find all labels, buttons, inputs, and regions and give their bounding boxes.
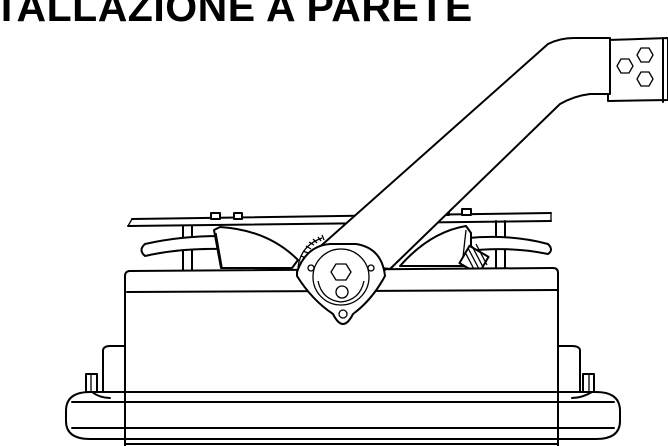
left-clip — [140, 235, 223, 257]
right-latch — [557, 345, 595, 393]
left-latch — [85, 345, 126, 393]
diagram-title: TALLAZIONE A PARETE — [0, 0, 473, 30]
articulated-arm — [304, 37, 611, 270]
bolt-icon — [636, 71, 654, 87]
wall-plate — [607, 37, 668, 103]
pivot-hub — [296, 243, 386, 325]
bolt-icon — [330, 263, 352, 281]
bolt-icon — [636, 47, 654, 63]
bolt-icon — [616, 58, 634, 74]
right-clip — [465, 235, 552, 255]
left-pivot-bracket — [213, 226, 299, 269]
base-plate — [65, 391, 621, 446]
